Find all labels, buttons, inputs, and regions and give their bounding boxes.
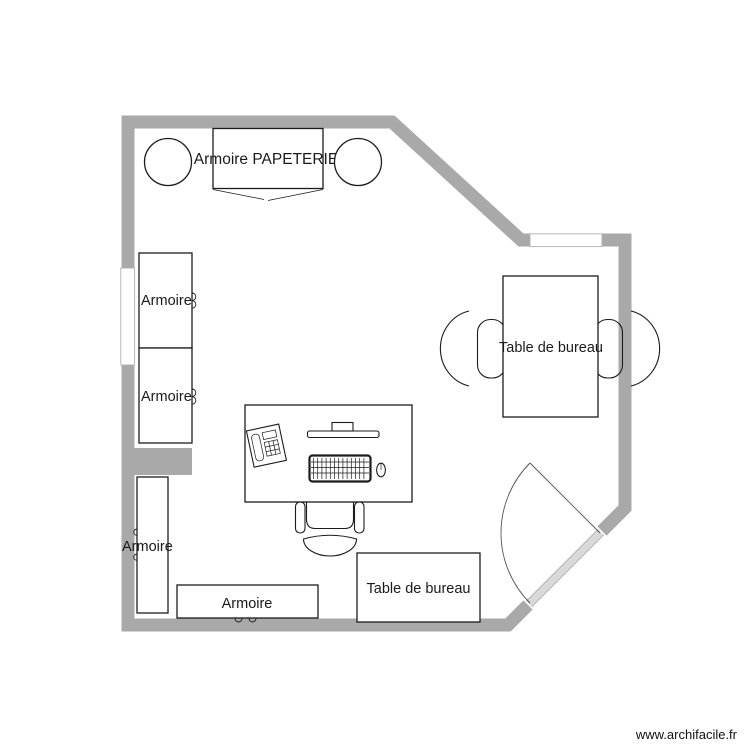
right-desk-top	[502, 275, 599, 418]
right-desk-chair-right-back	[630, 310, 661, 387]
bottom-cabinet[interactable]: Armoire	[176, 584, 319, 623]
left-cabinet-bottom-body	[138, 347, 193, 444]
bottom-left-cabinet-hinge-bottom	[133, 553, 138, 561]
round-table-right[interactable]	[333, 137, 383, 187]
bottom-cabinet-hinge-left	[234, 618, 243, 623]
papeterie-cabinet[interactable]: Armoire PAPETERIE	[194, 127, 338, 201]
chair-armrest-right	[353, 501, 365, 534]
chair-seat	[305, 502, 355, 530]
center-desk[interactable]	[244, 404, 413, 503]
chair-backrest	[302, 534, 358, 557]
left-cabinet-bottom-hinge	[191, 388, 197, 405]
right-desk-chair-left[interactable]	[439, 310, 507, 387]
top-right-window[interactable]	[529, 233, 603, 248]
office-chair[interactable]	[294, 501, 365, 557]
chair-armrest-left	[294, 501, 306, 534]
papeterie-cabinet-label: Armoire PAPETERIE	[194, 151, 338, 168]
door-panel	[526, 529, 604, 607]
monitor-icon	[306, 421, 380, 439]
door-panel-edge-outer	[531, 534, 605, 608]
bottom-cabinet-hinge-right	[248, 618, 257, 623]
walls[interactable]	[121, 115, 632, 632]
left-cabinet-bottom[interactable]: Armoire	[138, 347, 197, 444]
left-cabinet-top-label: Armoire	[141, 293, 192, 309]
bottom-desk[interactable]: Table de bureau	[356, 552, 481, 623]
right-desk[interactable]: Table de bureau	[499, 275, 603, 418]
right-desk-chair-left-back	[439, 310, 470, 387]
door-leaf-open	[529, 462, 601, 534]
left-cabinet-top-hinge	[191, 292, 197, 309]
bottom-cabinet-label: Armoire	[222, 596, 273, 612]
mouse-icon	[376, 462, 386, 478]
papeterie-cabinet-body	[212, 127, 324, 190]
bottom-cabinet-body	[176, 584, 319, 619]
room-outline-wall[interactable]	[121, 115, 632, 632]
phone-icon	[245, 423, 288, 468]
entry-door[interactable]	[500, 462, 607, 610]
bottom-desk-label: Table de bureau	[367, 581, 471, 597]
left-cabinet-bottom-label: Armoire	[141, 389, 192, 405]
bottom-left-cabinet-label: Armoire	[122, 539, 173, 555]
windows	[120, 233, 603, 366]
left-cabinet-top-body	[138, 252, 193, 349]
center-desk-top	[244, 404, 413, 503]
left-window[interactable]	[120, 267, 136, 366]
bottom-left-cabinet[interactable]: Armoire	[122, 476, 173, 614]
watermark: www.archifacile.fr	[635, 727, 738, 742]
keyboard-icon	[308, 454, 372, 483]
papeterie-cabinet-doors	[212, 189, 324, 201]
bottom-left-cabinet-body	[136, 476, 169, 614]
left-cabinet-top[interactable]: Armoire	[138, 252, 197, 349]
interior-wall-stub[interactable]	[121, 448, 193, 475]
right-desk-label: Table de bureau	[499, 340, 603, 356]
bottom-desk-top	[356, 552, 481, 623]
bottom-left-cabinet-hinge-top	[133, 528, 138, 536]
door-panel-edge-inner	[525, 528, 599, 602]
door-swing-arc	[500, 462, 531, 604]
round-table-left[interactable]	[143, 137, 193, 187]
